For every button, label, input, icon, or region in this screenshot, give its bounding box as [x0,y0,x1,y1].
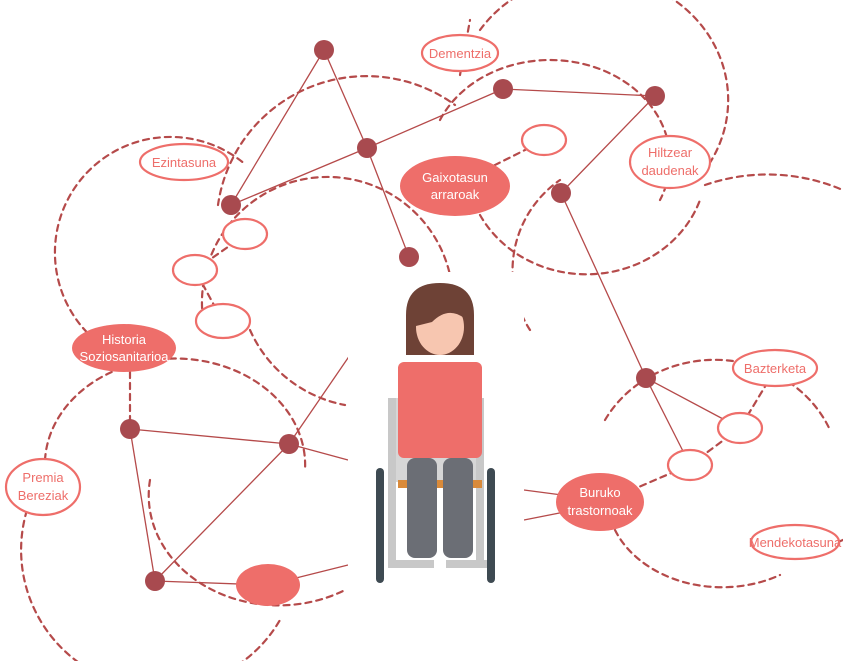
label-bazterketa-text: Bazterketa [744,361,807,376]
left-leg [407,458,437,558]
label-buruko-trastornoak: Buruko trastornoak [556,473,644,531]
blank-oval [221,217,269,251]
edge [560,95,656,194]
person-in-wheelchair [348,272,524,661]
blank-oval [520,123,568,157]
network-node [314,40,334,60]
blank-oval [666,448,714,482]
label-premia-line1: Premia [22,470,64,485]
label-dementzia: Dementzia [420,33,500,73]
footrest-right [446,560,490,568]
blank-oval [171,253,219,287]
label-hiltzear-line2: daudenak [641,163,699,178]
label-dementzia-text: Dementzia [429,46,492,61]
network-node [636,368,656,388]
dashed-arc-bottom-center [147,478,347,607]
edge [288,354,351,445]
edge [288,443,349,461]
dashed-arc-lower-left-mid [248,328,347,407]
right-leg [443,458,473,558]
label-gaixotasun-arraroak: Gaixotasun arraroak [400,156,510,216]
label-buruko-line2: trastornoak [567,503,633,518]
edge [230,49,325,206]
blank-ovals [171,123,764,606]
dashed-arc-center-right [478,198,702,276]
blank-oval [194,302,252,340]
label-premia-line2: Bereziak [18,488,69,503]
label-mendekotasuna: Mendekotasuna [749,523,842,561]
label-bazterketa: Bazterketa [731,348,819,388]
label-premia-bereziak: Premia Bereziak [4,457,82,517]
dashed-arc-bottom-left-inner [43,357,307,472]
dashed-arc-bottom-left [20,478,282,661]
edge [154,443,290,582]
dashed-arc-left [53,135,248,342]
label-buruko-line1: Buruko [579,485,620,500]
network-nodes [120,40,665,591]
label-gaixotasun-line1: Gaixotasun [422,170,488,185]
footrest-left [390,560,434,568]
dashed-arc-top-left [216,75,457,207]
network-node [221,195,241,215]
edge [502,88,656,97]
dashed-arc-right [703,173,843,547]
dashed-arc-lower-right [603,358,832,432]
network-node [145,571,165,591]
network-node [551,183,571,203]
edge [230,147,368,206]
edge [323,49,368,149]
edge [129,428,156,582]
label-historia-soziosanitarioa: Historia Soziosanitarioa [72,324,176,372]
blank-oval [716,411,764,445]
label-ezintasuna-text: Ezintasuna [152,155,217,170]
label-hiltzear-daudenak: Hiltzear daudenak [628,134,712,190]
network-node [357,138,377,158]
edge [129,428,290,445]
dashed-arc-bottom-right [613,528,782,589]
network-node [399,247,419,267]
left-wheel [376,468,384,583]
wheelchair-back-left [388,398,396,568]
network-node [645,86,665,106]
edge [560,192,647,379]
label-gaixotasun-line2: arraroak [431,187,480,202]
network-node [120,419,140,439]
label-historia-line1: Historia [102,332,147,347]
edge [366,88,504,149]
hair-fringe [416,297,464,326]
label-ezintasuna: Ezintasuna [138,142,230,182]
network-node [279,434,299,454]
label-hiltzear-line1: Hiltzear [648,145,693,160]
blank-oval-filled [236,564,300,606]
edge [366,147,410,258]
right-wheel [487,468,495,583]
torso [398,362,482,458]
label-historia-line2: Soziosanitarioa [80,349,170,364]
wheelchair-seat [398,480,482,488]
network-node [493,79,513,99]
label-mendekotasuna-text: Mendekotasuna [749,535,842,550]
